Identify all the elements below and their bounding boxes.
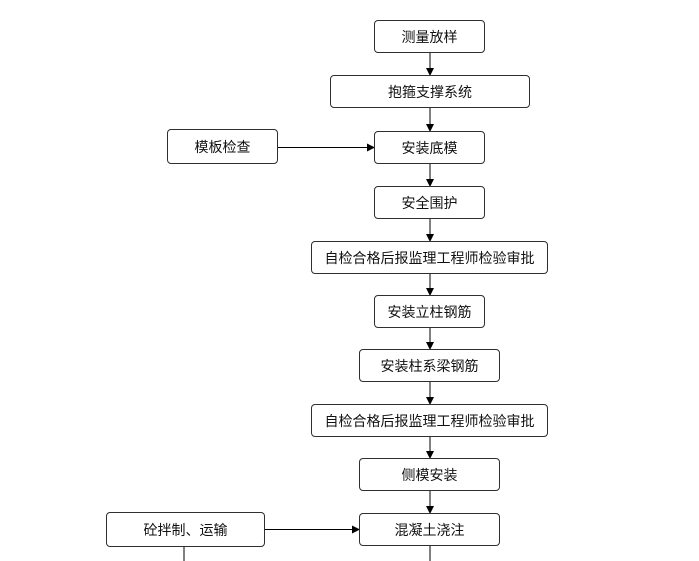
step-self-check-supervisor-approval: 自检合格后报监理工程师检验审批 xyxy=(311,241,548,274)
step-concrete-pouring: 混凝土浇注 xyxy=(359,513,500,546)
step-install-bottom-formwork: 安装底模 xyxy=(374,131,485,164)
step-hoop-support-system: 抱箍支撑系统 xyxy=(330,75,530,108)
step-install-tie-beam-rebar: 安装柱系梁钢筋 xyxy=(359,349,500,382)
step-safety-enclosure: 安全围护 xyxy=(374,186,485,219)
step-install-column-rebar: 安装立柱钢筋 xyxy=(374,295,485,328)
side-concrete-mixing-transport: 砼拌制、运输 xyxy=(106,512,265,547)
step-self-check-supervisor-approval-2: 自检合格后报监理工程师检验审批 xyxy=(311,404,548,437)
side-formwork-inspection: 模板检查 xyxy=(167,129,278,164)
step-side-formwork-installation: 侧模安装 xyxy=(359,458,500,491)
step-survey-layout: 测量放样 xyxy=(374,20,485,53)
